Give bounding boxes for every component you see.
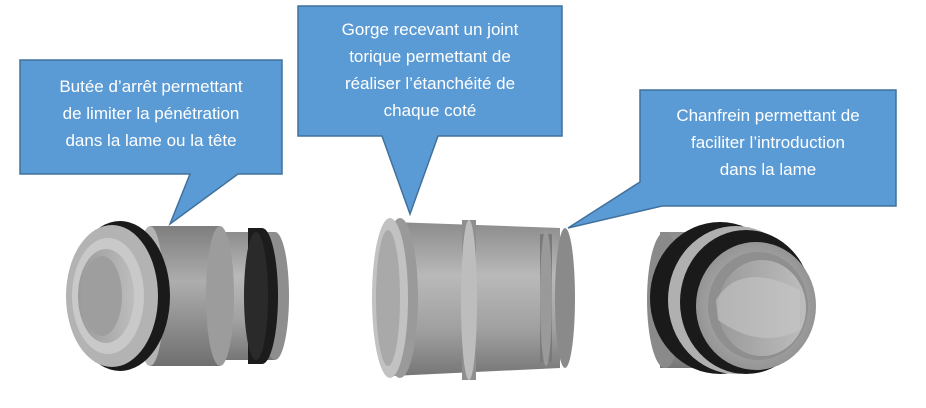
callout-groove-text: Gorge recevant un joint torique permetta… <box>341 20 519 120</box>
callout-stop <box>19 59 283 227</box>
callout-chamfer-text: Chanfrein permettant de faciliter l’intr… <box>676 106 860 179</box>
middle-fitting-part <box>372 218 575 380</box>
callout-groove <box>297 5 563 217</box>
callout-chamfer <box>567 89 897 229</box>
right-fitting-part <box>647 222 816 374</box>
callout-stop-text: Butée d’arrêt permettant de limiter la p… <box>59 77 243 150</box>
left-fitting-part <box>66 221 289 371</box>
